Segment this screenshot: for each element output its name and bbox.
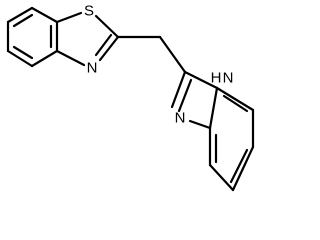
bond	[215, 86, 255, 112]
bond	[55, 49, 86, 67]
bond	[30, 6, 59, 24]
sulfur-atom-label: S	[84, 3, 94, 20]
bond	[55, 11, 83, 24]
bond	[188, 119, 212, 130]
double-bond	[177, 78, 193, 113]
double-bond	[222, 94, 249, 113]
benzothiazole-fragment	[6, 6, 120, 68]
bond	[6, 6, 34, 24]
imidazole-nitrogen-atom-label: N	[175, 110, 186, 127]
chemical-structure-diagram: S N N H N	[6, 3, 255, 192]
double-bond	[229, 148, 249, 184]
bond	[98, 35, 120, 62]
imidazole-nh-hydrogen-label: H	[211, 70, 222, 87]
bond	[158, 35, 187, 74]
double-bond	[94, 33, 113, 57]
bond	[6, 49, 34, 68]
thiazole-nitrogen-atom-label: N	[87, 60, 98, 77]
double-bond	[12, 45, 34, 60]
double-bond	[12, 13, 34, 28]
bond	[183, 70, 219, 90]
bond	[208, 86, 219, 130]
methylene-linker	[116, 35, 187, 74]
bond	[30, 49, 59, 68]
benzimidazole-fragment	[170, 70, 255, 192]
bond	[231, 145, 255, 192]
bond	[170, 70, 187, 109]
imidazole-nh-nitrogen-label: N	[223, 70, 234, 87]
bond	[208, 163, 235, 192]
bond	[94, 14, 120, 39]
